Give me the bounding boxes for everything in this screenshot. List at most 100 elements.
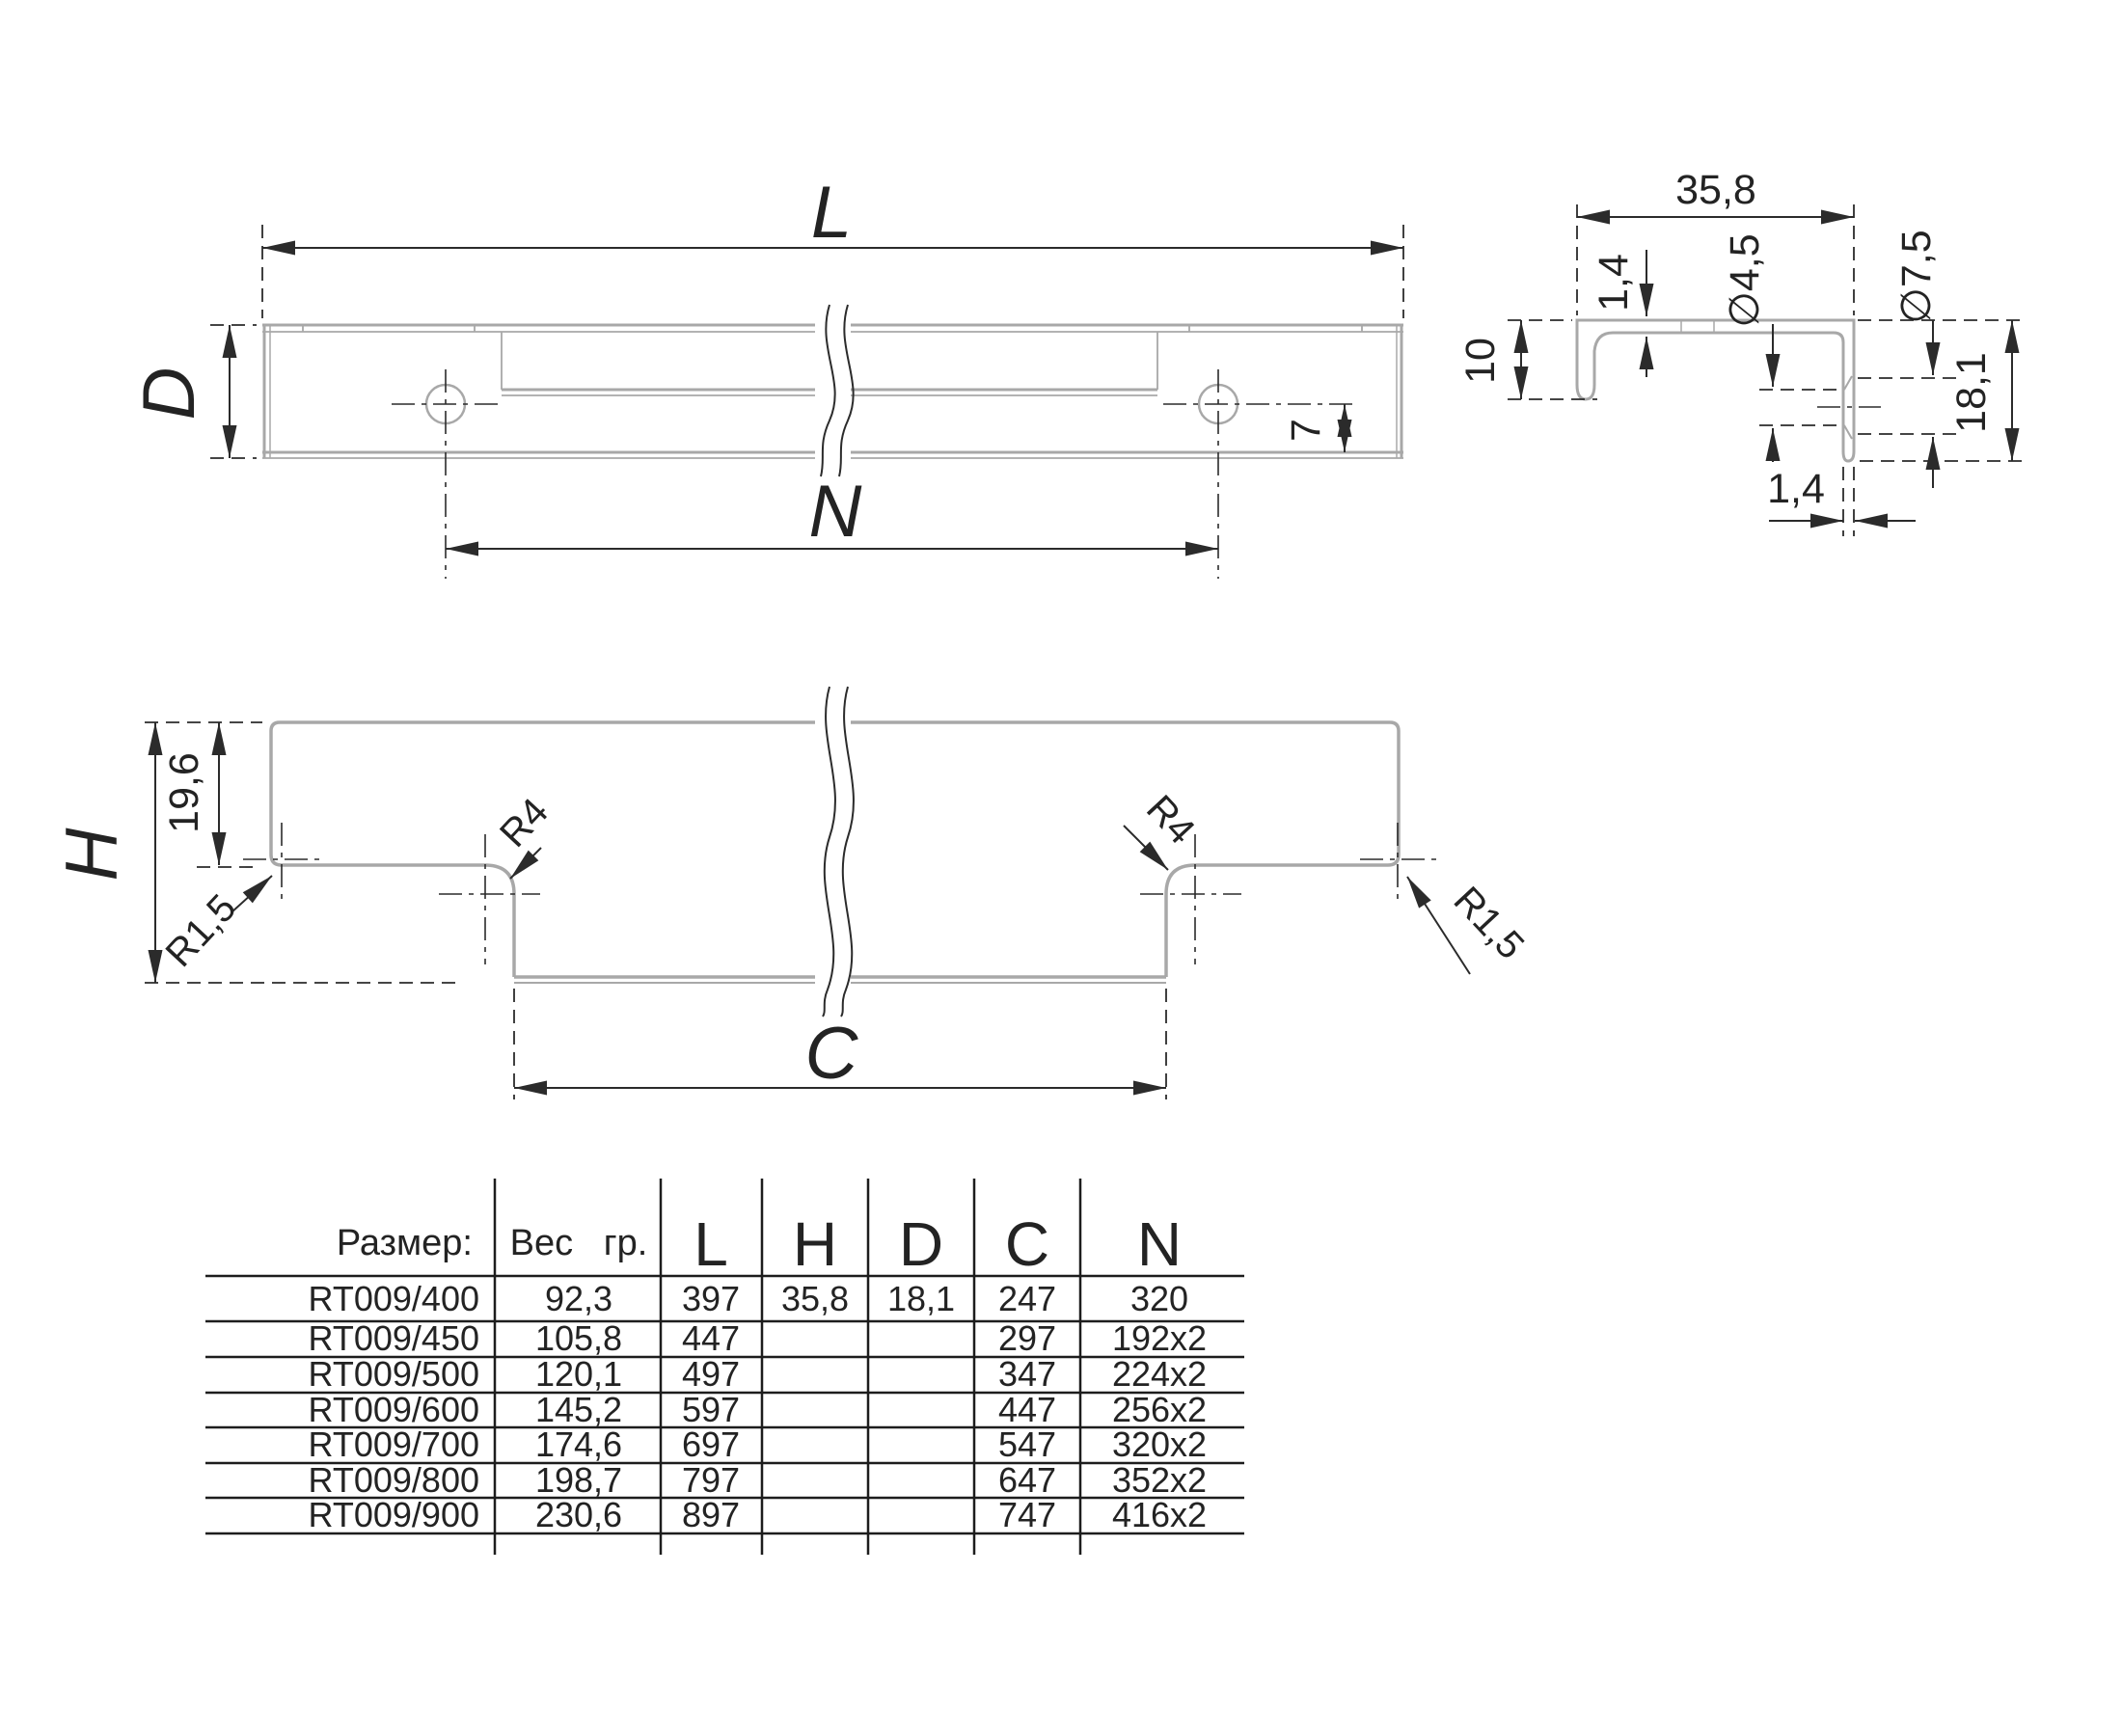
cell-n-6: 416x2 <box>1112 1495 1207 1534</box>
front-end-depth-dim: 19,6 <box>161 752 207 833</box>
cell-n-1: 192x2 <box>1112 1318 1207 1358</box>
cell-h-0: 35,8 <box>781 1279 849 1318</box>
plan-holes-span-label: N <box>809 471 862 553</box>
cell-c-5: 647 <box>998 1460 1056 1500</box>
cell-size-4: RT009/700 <box>309 1424 479 1464</box>
front-radius-small-left-label: R1,5 <box>158 886 245 975</box>
profile-screw-hole-dia-dim: ∅4,5 <box>1722 233 1768 327</box>
cell-l-4: 697 <box>682 1424 740 1464</box>
table-header-N: N <box>1137 1209 1182 1279</box>
table-header-row: Размер: Вес гр. L H D C N <box>337 1209 1182 1279</box>
profile-flange-thickness-dim: 1,4 <box>1591 254 1637 312</box>
plan-depth-label: D <box>128 367 210 420</box>
cell-l-0: 397 <box>682 1279 740 1318</box>
front-radius-large-left-label: R4 <box>492 790 557 854</box>
profile-dim-lip-height: 10 <box>1457 320 1529 399</box>
profile-outline <box>1575 318 1856 463</box>
table-header-H: H <box>793 1209 837 1279</box>
plan-length-label: L <box>811 172 852 254</box>
table-header-size: Размер: <box>337 1223 473 1263</box>
cell-c-0: 247 <box>998 1279 1056 1318</box>
front-dim-cutout: C <box>513 989 1167 1099</box>
table-row: RT009/800 198,7 797 647 352x2 <box>309 1460 1208 1500</box>
profile-lip-height-dim: 10 <box>1457 338 1504 384</box>
plan-hole-centerlines <box>392 369 1352 579</box>
profile-head-hole-dia-dim: ∅7,5 <box>1893 230 1940 323</box>
front-radius-centerlines <box>243 823 1437 964</box>
cell-weight-0: 92,3 <box>545 1279 612 1318</box>
table-grid <box>205 1179 1244 1555</box>
cell-c-2: 347 <box>998 1354 1056 1394</box>
profile-dim-leg-thickness: 1,4 <box>1767 466 1916 536</box>
cell-size-0: RT009/400 <box>309 1279 479 1318</box>
plan-part-outline <box>262 323 1403 459</box>
table-row: RT009/900 230,6 897 747 416x2 <box>309 1495 1208 1534</box>
front-radius-large-right-label: R4 <box>1138 787 1203 852</box>
front-part-outline <box>269 720 1401 984</box>
table-row: RT009/700 174,6 697 547 320x2 <box>309 1424 1208 1464</box>
plan-dim-depth: D <box>128 324 257 459</box>
cell-c-6: 747 <box>998 1495 1056 1534</box>
profile-dim-head-hole: ∅7,5 <box>1893 230 1941 488</box>
front-radius-labels: R1,5 R4 R4 R1,5 <box>158 787 1533 975</box>
cell-l-1: 447 <box>682 1318 740 1358</box>
front-radius-small-right-label: R1,5 <box>1446 879 1533 967</box>
plan-dim-length: L <box>261 172 1404 318</box>
cell-n-4: 320x2 <box>1112 1424 1207 1464</box>
cell-weight-6: 230,6 <box>535 1495 622 1534</box>
cell-l-5: 797 <box>682 1460 740 1500</box>
profile-view: 35,8 1,4 10 ∅4,5 ∅7,5 18,1 <box>1457 167 2026 536</box>
cell-c-1: 297 <box>998 1318 1056 1358</box>
cell-size-1: RT009/450 <box>309 1318 479 1358</box>
front-dim-end-depth: 19,6 <box>161 722 260 868</box>
front-height-label: H <box>51 827 133 881</box>
front-break-lines <box>822 686 855 1017</box>
cell-weight-1: 105,8 <box>535 1318 622 1358</box>
profile-dim-screw-hole: ∅4,5 <box>1722 233 1781 462</box>
front-view: H 19,6 R1,5 R4 R4 R1,5 C <box>51 686 1533 1099</box>
cell-weight-3: 145,2 <box>535 1390 622 1429</box>
cell-l-2: 497 <box>682 1354 740 1394</box>
cell-c-3: 447 <box>998 1390 1056 1429</box>
cell-weight-5: 198,7 <box>535 1460 622 1500</box>
table-row: RT009/500 120,1 497 347 224x2 <box>309 1354 1208 1394</box>
table-header-C: C <box>1005 1209 1049 1279</box>
plan-view: L D 7 N <box>128 172 1404 579</box>
plan-hole-offset-dim: 7 <box>1283 419 1329 442</box>
plan-break-lines <box>820 304 855 477</box>
front-cutout-label: C <box>805 1013 859 1095</box>
table-header-weight: Вес гр. <box>510 1223 648 1263</box>
cell-n-3: 256x2 <box>1112 1390 1207 1429</box>
plan-dim-holes-span: N <box>446 471 1218 556</box>
cell-l-6: 897 <box>682 1495 740 1534</box>
table-header-L: L <box>694 1209 728 1279</box>
profile-dim-flange-thickness: 1,4 <box>1591 250 1654 377</box>
table-row: RT009/450 105,8 447 297 192x2 <box>309 1318 1208 1358</box>
cell-c-4: 547 <box>998 1424 1056 1464</box>
cell-size-5: RT009/800 <box>309 1460 479 1500</box>
plan-dim-hole-offset: 7 <box>1283 404 1352 452</box>
cell-n-5: 352x2 <box>1112 1460 1207 1500</box>
cell-n-0: 320 <box>1130 1279 1188 1318</box>
size-table: Размер: Вес гр. L H D C N RT009/400 92,3… <box>205 1179 1244 1555</box>
profile-dim-leg-height: 18,1 <box>1948 320 2020 461</box>
front-dim-height: H <box>51 721 455 984</box>
profile-construction-lines <box>1508 319 2026 462</box>
countersink-mark-bottom <box>1843 424 1853 440</box>
countersink-mark-top <box>1843 375 1853 391</box>
cell-n-2: 224x2 <box>1112 1354 1207 1394</box>
table-header-D: D <box>899 1209 943 1279</box>
profile-leg-height-dim: 18,1 <box>1948 352 1995 433</box>
cell-size-3: RT009/600 <box>309 1390 479 1429</box>
cell-l-3: 597 <box>682 1390 740 1429</box>
cell-d-0: 18,1 <box>887 1279 955 1318</box>
cell-size-6: RT009/900 <box>309 1495 479 1534</box>
cell-weight-4: 174,6 <box>535 1424 622 1464</box>
cell-size-2: RT009/500 <box>309 1354 479 1394</box>
profile-dim-width: 35,8 <box>1576 167 1855 315</box>
cell-weight-2: 120,1 <box>535 1354 622 1394</box>
profile-width-dim: 35,8 <box>1675 167 1756 213</box>
table-row: RT009/400 92,3 397 35,8 18,1 247 320 <box>309 1279 1189 1318</box>
